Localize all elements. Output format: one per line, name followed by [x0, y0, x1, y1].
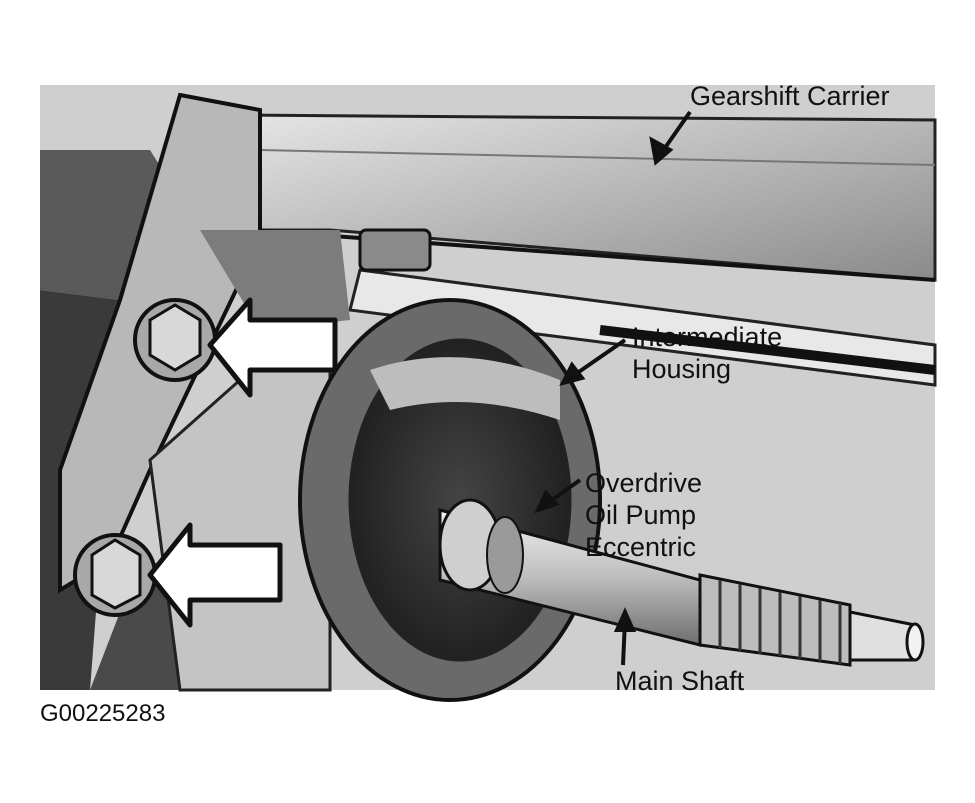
main-shaft-arrowhead [613, 607, 637, 632]
leader-lines [534, 110, 692, 666]
upper-pointer-arrow [207, 297, 338, 398]
overdrive-label-line1: Overdrive [585, 468, 702, 498]
main-shaft-label: Main Shaft [615, 666, 745, 696]
overdrive-label-line2: Oil Pump [585, 500, 696, 530]
intermediate-housing-label-line1: Intermediate [632, 322, 782, 352]
top-bolt [358, 228, 432, 272]
intermediate-housing-label-line2: Housing [632, 354, 731, 384]
overdrive-arrowhead [534, 489, 560, 514]
lower-bolt [73, 533, 157, 617]
figure-id: G00225283 [40, 700, 166, 727]
intermediate-housing-arrowhead [559, 361, 586, 387]
lower-pointer-arrow [147, 522, 283, 628]
gearshift-carrier-label: Gearshift Carrier [690, 81, 890, 111]
main-shaft-part [438, 498, 925, 667]
overdrive-label-line3: Eccentric [585, 532, 696, 562]
upper-bolt [133, 298, 217, 382]
gearshift-carrier-part [228, 113, 937, 387]
gearshift-carrier-arrowhead [649, 136, 674, 166]
